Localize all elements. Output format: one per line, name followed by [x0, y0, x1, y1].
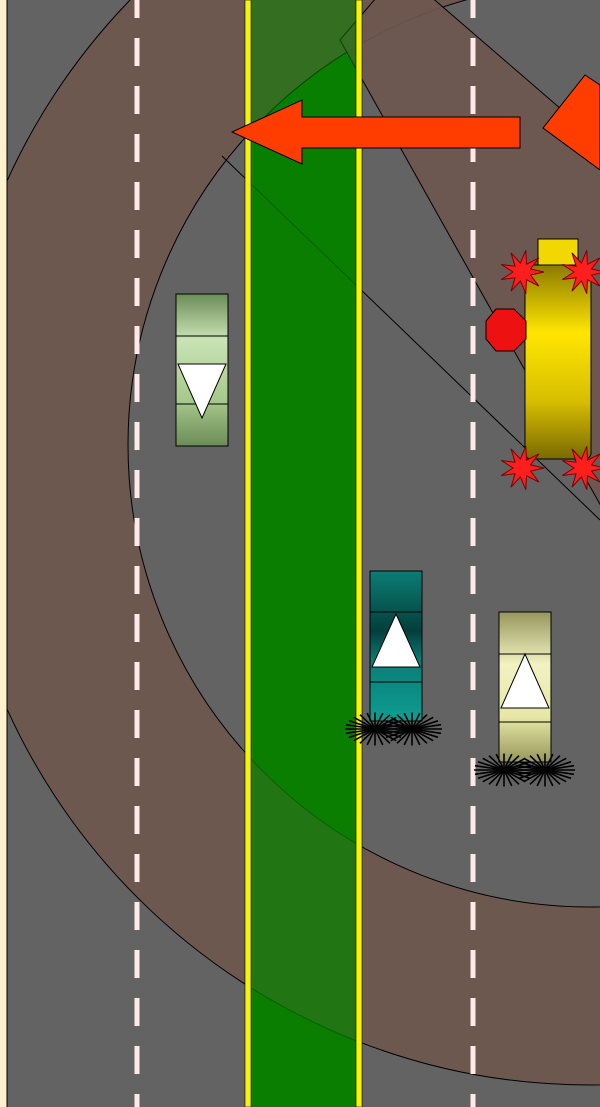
- skid-mark-icon: [345, 712, 405, 746]
- skid-group: [345, 712, 575, 787]
- skid-mark-icon: [474, 753, 534, 787]
- vehicle-3-heading-icon: [500, 652, 550, 709]
- skid-mark-icon: [382, 712, 442, 746]
- vehicle-1: [175, 293, 229, 447]
- vehicle-2: [369, 570, 423, 722]
- vehicle-4-emergency: [524, 238, 592, 460]
- stop-sign-icon: [485, 308, 527, 352]
- vehicle-1-heading-icon: [177, 363, 227, 420]
- median-edge-right: [355, 0, 363, 1107]
- debris-burst-icon: [501, 446, 545, 490]
- skid-mark-icon: [515, 753, 575, 787]
- vehicle-3: [498, 611, 552, 763]
- median-diagonal-tint: [250, 180, 358, 1107]
- vehicle-2-heading-icon: [371, 612, 421, 668]
- debris-burst-icon: [562, 446, 600, 490]
- debris-burst-icon: [501, 250, 545, 294]
- median-edge-left: [244, 0, 252, 1107]
- median-strip-overlay: [250, 0, 358, 1107]
- direction-arrow-icon: [230, 99, 521, 165]
- lane-arrow-icon: [542, 74, 600, 171]
- debris-group: [501, 250, 600, 490]
- debris-burst-icon: [562, 250, 600, 294]
- approach-band-outer-inner-edge: [127, 0, 600, 908]
